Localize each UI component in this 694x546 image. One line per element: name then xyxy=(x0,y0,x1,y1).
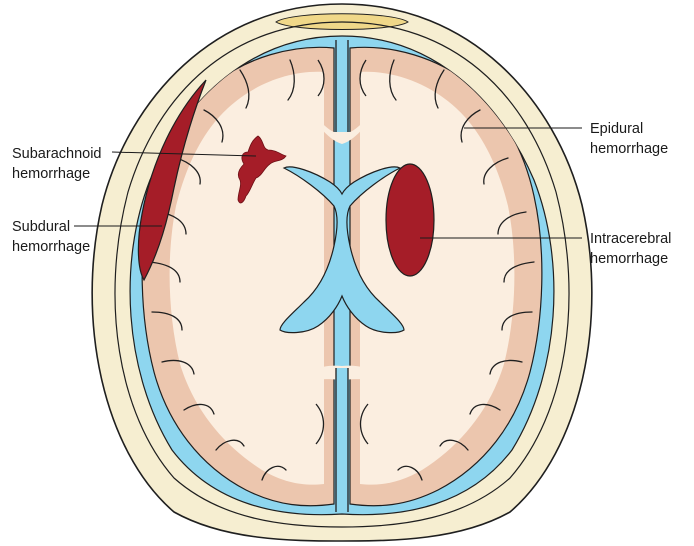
label-subdural: Subdural hemorrhage xyxy=(12,219,90,255)
label-epidural-line-1: Epidural xyxy=(590,121,643,137)
label-subdural-line-1: Subdural xyxy=(12,219,70,235)
label-epidural: Epidural hemorrhage xyxy=(590,121,668,157)
label-subdural-line-2: hemorrhage xyxy=(12,239,90,255)
label-intracerebral-line-2: hemorrhage xyxy=(590,251,668,267)
label-intracerebral: Intracerebral hemorrhage xyxy=(590,231,675,267)
label-subarachnoid-line-1: Subarachnoid xyxy=(12,146,102,162)
label-epidural-line-2: hemorrhage xyxy=(590,141,668,157)
label-subarachnoid: Subarachnoid hemorrhage xyxy=(12,146,106,182)
label-intracerebral-line-1: Intracerebral xyxy=(590,231,671,247)
label-subarachnoid-line-2: hemorrhage xyxy=(12,166,90,182)
posterior-midline-csf xyxy=(336,368,348,512)
intracerebral-hematoma xyxy=(386,164,434,276)
anterior-midline-csf xyxy=(336,40,348,132)
